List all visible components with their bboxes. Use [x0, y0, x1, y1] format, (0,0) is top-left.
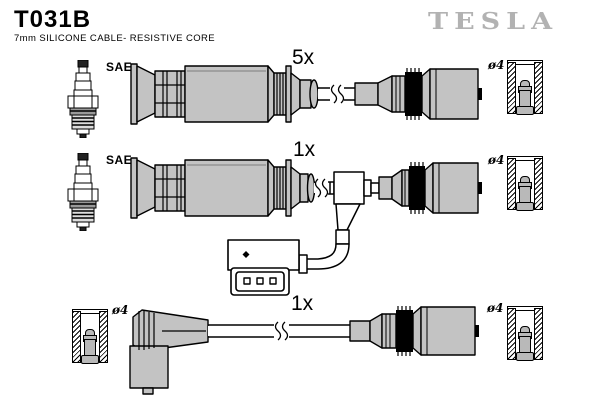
spark-plug-icon	[63, 60, 103, 138]
cable-assembly-row2	[130, 152, 483, 300]
diameter-label-row3-left: ø4	[112, 303, 129, 317]
diameter-label-row1: ø4	[488, 58, 505, 72]
terminal-socket-icon-row1	[507, 60, 543, 117]
subtitle: 7mm SILICONE CABLE- RESISTIVE CORE	[14, 33, 216, 44]
terminal-socket-icon-row2	[507, 156, 543, 213]
terminal-socket-icon-row3-left	[72, 309, 108, 366]
diameter-label-row3-right: ø4	[487, 301, 504, 315]
spark-plug-icon	[63, 153, 103, 231]
diameter-label-row2: ø4	[488, 153, 505, 167]
sae-label-row2: SAE	[106, 153, 133, 167]
tesla-logo: TESLA	[428, 8, 559, 36]
quantity-label-row2: 1x	[293, 138, 316, 161]
cable-assembly-row1	[130, 58, 483, 138]
quantity-label-row1: 5x	[292, 46, 315, 69]
cable-assembly-row3	[128, 296, 483, 400]
terminal-socket-icon-row3-right	[507, 306, 543, 363]
quantity-label-row3: 1x	[291, 292, 314, 315]
part-number: T031B	[14, 6, 92, 33]
sae-label-row1: SAE	[106, 60, 133, 74]
